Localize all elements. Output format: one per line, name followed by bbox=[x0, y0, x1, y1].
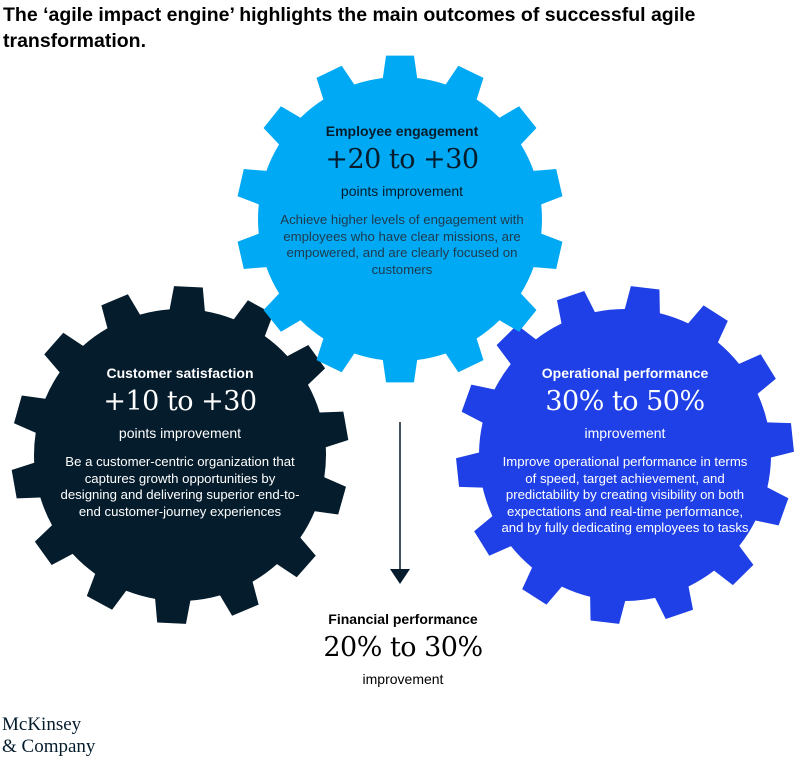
financial-performance-unit: improvement bbox=[362, 671, 444, 687]
customer-satisfaction-block: Customer satisfaction +10 to +30 points … bbox=[57, 364, 303, 520]
mckinsey-logo: McKinsey & Company bbox=[2, 714, 95, 758]
customer-satisfaction-description: Be a customer-centric organization that … bbox=[60, 454, 300, 519]
employee-engagement-block: Employee engagement +20 to +30 points im… bbox=[276, 122, 528, 278]
employee-engagement-value: +20 to +30 bbox=[325, 144, 479, 175]
financial-performance-label: Financial performance bbox=[328, 611, 478, 627]
financial-performance-block: Financial performance 20% to 30% improve… bbox=[298, 610, 508, 688]
logo-line-2: & Company bbox=[2, 736, 96, 757]
employee-engagement-label: Employee engagement bbox=[325, 123, 479, 139]
customer-satisfaction-label: Customer satisfaction bbox=[106, 365, 254, 381]
arrow-head bbox=[390, 569, 410, 584]
customer-gear bbox=[11, 286, 349, 624]
operational-gear bbox=[456, 286, 794, 624]
employee-gear bbox=[237, 55, 563, 383]
operational-performance-unit: improvement bbox=[584, 425, 666, 441]
page-title: The ‘agile impact engine’ highlights the… bbox=[3, 4, 696, 52]
operational-performance-value: 30% to 50% bbox=[545, 386, 705, 417]
employee-engagement-unit: points improvement bbox=[340, 183, 464, 199]
operational-performance-label: Operational performance bbox=[541, 365, 709, 381]
customer-satisfaction-unit: points improvement bbox=[118, 425, 242, 441]
financial-performance-value: 20% to 30% bbox=[323, 632, 483, 663]
operational-performance-block: Operational performance 30% to 50% impro… bbox=[497, 364, 753, 537]
operational-performance-description: Improve operational performance in terms… bbox=[501, 454, 749, 535]
customer-satisfaction-value: +10 to +30 bbox=[103, 386, 257, 417]
employee-engagement-description: Achieve higher levels of engagement with… bbox=[280, 212, 524, 277]
logo-line-1: McKinsey bbox=[2, 714, 82, 735]
